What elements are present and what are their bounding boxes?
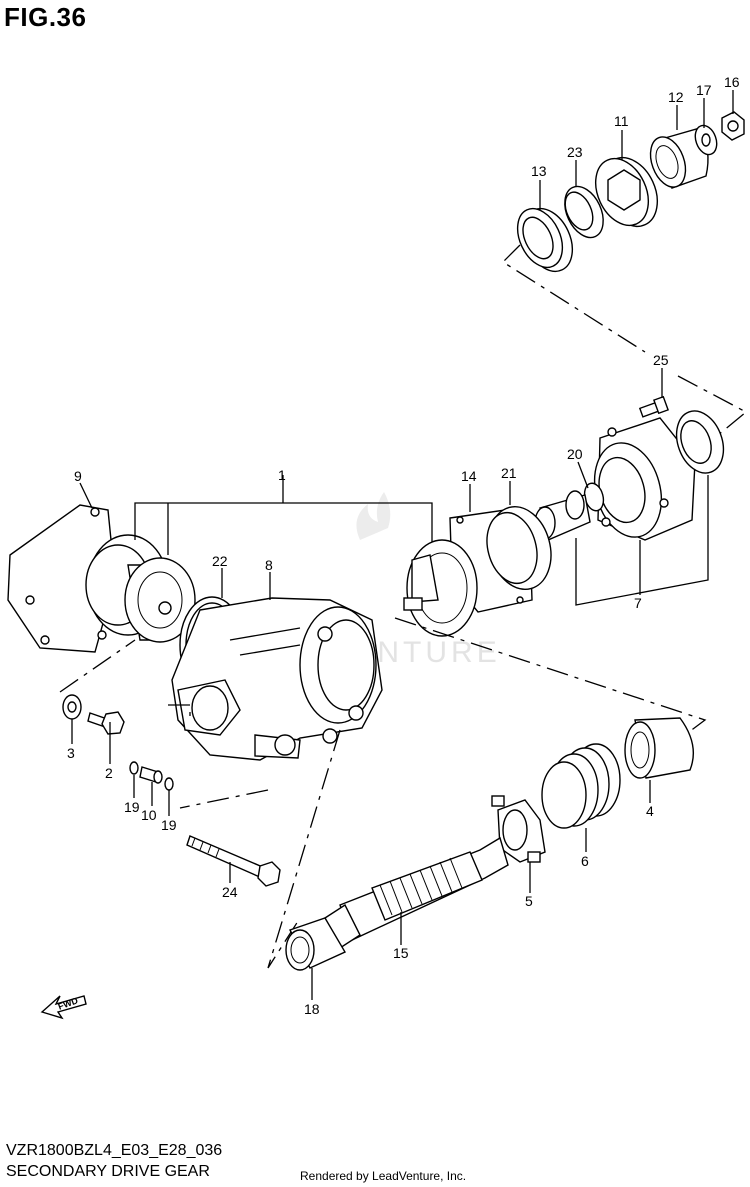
part-21-o-ring[interactable] xyxy=(480,500,560,597)
part-15-drive-shaft[interactable] xyxy=(324,836,509,950)
part-16-nut[interactable] xyxy=(721,111,745,141)
part-2-bolt[interactable] xyxy=(87,711,125,735)
part-6-spring[interactable] xyxy=(541,743,621,829)
callout-13: 13 xyxy=(531,163,547,179)
part-17-washer[interactable] xyxy=(691,122,720,157)
pinion-shaft[interactable] xyxy=(534,490,591,541)
callout-3: 3 xyxy=(67,745,75,761)
bracket-1 xyxy=(134,485,433,555)
part-5-cam[interactable] xyxy=(491,795,546,863)
callout-17: 17 xyxy=(696,82,712,98)
fwd-arrow-icon: FWD xyxy=(40,995,87,1020)
part-11-lock-nut[interactable] xyxy=(585,149,667,235)
alignment-line-center xyxy=(179,617,707,969)
part-23-o-ring[interactable] xyxy=(557,180,611,243)
callout-numbers: 1 2 3 4 5 6 7 8 9 10 11 12 13 14 15 16 1… xyxy=(67,74,740,1017)
callout-19-right: 19 xyxy=(161,817,177,833)
callout-20: 20 xyxy=(567,446,583,462)
callout-1: 1 xyxy=(278,467,286,483)
part-3-washer[interactable] xyxy=(62,694,82,720)
callout-5: 5 xyxy=(525,893,533,909)
callout-leaders xyxy=(71,90,734,1000)
alignment-line-left xyxy=(59,639,191,720)
part-4-bearing[interactable] xyxy=(624,717,694,779)
callout-22: 22 xyxy=(212,553,228,569)
exploded-parts-diagram: LEADVENTURE xyxy=(7,74,748,1020)
part-10-dowel-pin[interactable] xyxy=(139,766,163,784)
callout-11: 11 xyxy=(614,113,629,129)
part-13-oil-seal[interactable] xyxy=(509,201,582,279)
callout-19-left: 19 xyxy=(124,799,140,815)
callout-25: 25 xyxy=(653,352,669,368)
model-code: VZR1800BZL4_E03_E28_036 xyxy=(6,1142,223,1159)
callout-2: 2 xyxy=(105,765,113,781)
part-8-gear-case[interactable] xyxy=(171,597,383,761)
part-18-needle-bearing[interactable] xyxy=(285,917,346,971)
callout-14: 14 xyxy=(461,468,477,484)
bracket-7 xyxy=(575,475,709,606)
callout-23: 23 xyxy=(567,144,583,160)
rendered-by-credit: Rendered by LeadVenture, Inc. xyxy=(300,1169,467,1183)
callout-16: 16 xyxy=(724,74,740,90)
part-7-bearing-housing[interactable] xyxy=(585,404,732,544)
bevel-gear-left[interactable] xyxy=(85,534,196,643)
callout-6: 6 xyxy=(581,853,589,869)
diagram-description: SECONDARY DRIVE GEAR xyxy=(6,1163,210,1180)
callout-15: 15 xyxy=(393,945,409,961)
callout-21: 21 xyxy=(501,465,517,481)
callout-24: 24 xyxy=(222,884,238,900)
callout-8: 8 xyxy=(265,557,273,573)
part-19-o-ring-right[interactable] xyxy=(164,777,174,791)
bevel-gear-right[interactable] xyxy=(403,539,478,637)
callout-12: 12 xyxy=(668,89,684,105)
part-25-bolt[interactable] xyxy=(638,395,669,418)
callout-18: 18 xyxy=(304,1001,320,1017)
callout-7: 7 xyxy=(634,595,642,611)
figure-title: FIG.36 xyxy=(4,2,87,32)
callout-9: 9 xyxy=(74,468,82,484)
part-24-bolt[interactable] xyxy=(186,835,281,887)
callout-10: 10 xyxy=(141,807,157,823)
callout-4: 4 xyxy=(646,803,654,819)
part-19-o-ring-left[interactable] xyxy=(129,761,139,775)
alignment-line-upper xyxy=(501,244,748,451)
